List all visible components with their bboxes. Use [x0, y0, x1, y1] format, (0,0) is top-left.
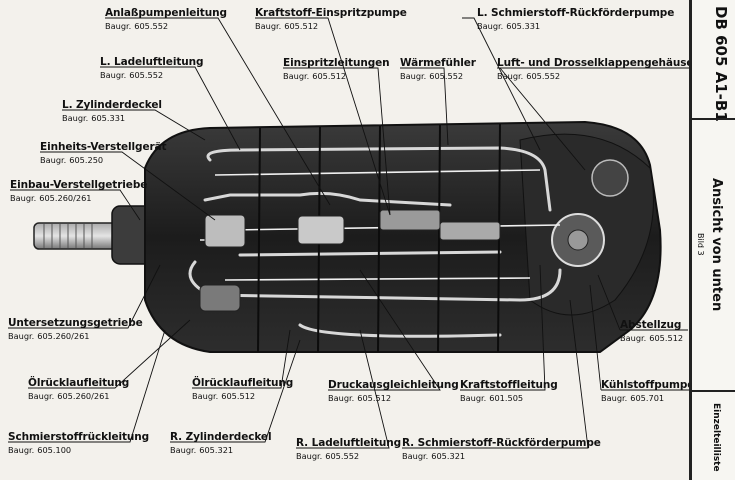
leader-lines [8, 17, 690, 449]
label-einbau-verstellgetriebe: Einbau-Verstellgetriebe Baugr.605.260/26… [10, 179, 148, 203]
label-l-ladeluftleitung: L. Ladeluftleitung Baugr.605.552 [100, 56, 204, 80]
label-abstellzug: Abstellzug Baugr.605.512 [620, 319, 684, 343]
document-sidebar: DB 605 A1-B1 Ansicht von unten Bild 3 Ei… [689, 0, 735, 480]
label-l-zylinderdeckel: L. Zylinderdeckel Baugr.605.331 [62, 99, 162, 123]
label-oelruecklaufleitung-mid: Ölrücklaufleitung Baugr.605.512 [192, 377, 294, 401]
engine-designation: DB 605 A1-B1 [712, 6, 730, 122]
label-r-schmierstoff-rueckfoerderpumpe: R. Schmierstoff-Rückförderpumpe Baugr.60… [402, 437, 601, 461]
label-waermefuehler: Wärmefühler Baugr.605.552 [400, 57, 476, 81]
label-schmierstoffrueckleitung: Schmierstoffrückleitung Baugr.605.100 [8, 431, 150, 455]
label-anlasspumpenleitung: Anlaßpumpenleitung Baugr.605.552 [105, 7, 227, 31]
propeller-shaft [33, 205, 153, 265]
label-untersetzungsgetriebe: Untersetzungsgetriebe Baugr.605.260/261 [8, 317, 143, 341]
label-einspritzleitungen: Einspritzleitungen Baugr.605.512 [283, 57, 390, 81]
label-kraftstoff-einspritzpumpe: Kraftstoff-Einspritzpumpe Baugr.605.512 [255, 7, 407, 31]
label-l-schmierstoff-rueckfoerderpumpe: L. Schmierstoff-Rückförderpumpe Baugr.60… [477, 7, 675, 31]
label-kraftstoffleitung: Kraftstoffleitung Baugr.601.505 [460, 379, 558, 403]
engine-block [144, 120, 662, 353]
label-r-zylinderdeckel: R. Zylinderdeckel Baugr.605.321 [170, 431, 272, 455]
label-luft-drosselklappengehaeuse: Luft- und Drosselklappengehäuse Baugr.60… [497, 57, 694, 81]
view-title: Ansicht von unten [709, 178, 724, 312]
sidebar-divider-1 [692, 118, 735, 120]
label-oelruecklaufleitung-left: Ölrücklaufleitung Baugr.605.260/261 [28, 377, 130, 401]
label-kuehlstoffpumpe: Kühlstoffpumpe Baugr.605.701 [601, 379, 695, 403]
sidebar-divider-2 [692, 390, 735, 392]
label-druckausgleichleitung: Druckausgleichleitung Baugr.605.512 [328, 379, 459, 403]
section-label: Einzelteilliste [711, 403, 721, 472]
figure-number: Bild 3 [696, 233, 705, 256]
label-r-ladeluftleitung: R. Ladeluftleitung Baugr.605.552 [296, 437, 402, 461]
label-einheits-verstellgeraet: Einheits-Verstellgerät Baugr.605.250 [40, 141, 167, 165]
